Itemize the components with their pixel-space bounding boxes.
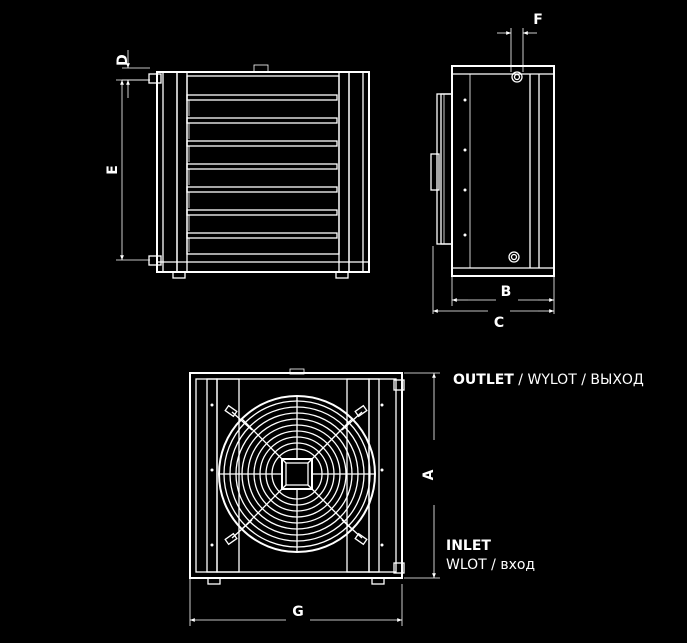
plan-casing [189,372,403,579]
pipe-bottom [148,255,162,266]
plan-view: A G [189,368,440,626]
inlet-pipe [393,562,405,574]
top-lug [253,64,269,73]
outlet-pipe [393,379,405,391]
dim-label-d: D [115,54,131,66]
pipe-bottom-side [508,251,520,263]
foot-right [335,271,349,279]
louvres [186,94,338,252]
dim-label-e: E [105,165,121,175]
foot-left [172,271,186,279]
pipe-top-side [511,71,523,83]
dim-label-b: B [501,284,512,300]
fan-guard [218,395,376,553]
dim-label-g: G [292,604,304,620]
side-view: F B C [430,12,555,331]
motor-profile [430,153,440,191]
dim-label-f: F [533,12,543,28]
front-view: D E [105,50,370,279]
inlet-label-sub: WLOT / вход [446,557,535,573]
fan-hub [281,458,313,490]
pipe-top [148,73,162,84]
dim-label-a: A [421,469,437,480]
outlet-label: OUTLET / WYLOT / ВЫХОД [453,372,644,388]
inlet-label-title: INLET [446,538,491,554]
dim-label-c: C [494,315,504,331]
louvre-frame [186,75,340,255]
